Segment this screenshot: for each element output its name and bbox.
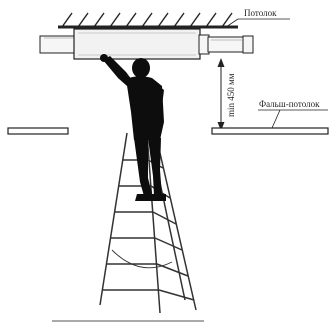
- ceiling-leader-line: [225, 18, 239, 28]
- distance-label: min 450 мм: [226, 73, 236, 117]
- false-ceiling-label: Фальш-потолок: [259, 99, 320, 109]
- ceiling-label: Потолок: [244, 8, 277, 18]
- false-ceiling-leader-line: [271, 109, 281, 129]
- installer-figure: [100, 54, 166, 201]
- ceiling: [58, 12, 238, 29]
- duct-unit: [39, 28, 254, 60]
- distance-dimension: [217, 58, 225, 131]
- false-ceiling: [7, 127, 329, 135]
